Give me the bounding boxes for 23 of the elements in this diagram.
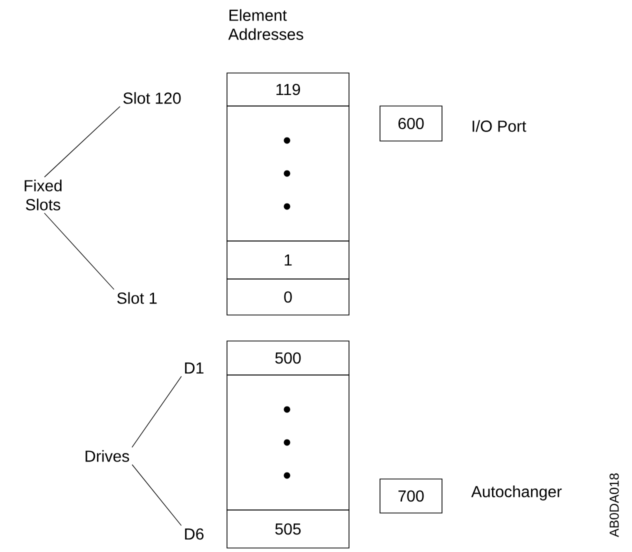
ellipsis-cell: [226, 106, 350, 242]
slot-label: Slot 120: [123, 92, 181, 104]
address-cell: 505: [226, 510, 350, 548]
slot-label: Slot 1: [117, 292, 157, 304]
leader-line: [44, 106, 120, 178]
slot-label: D6: [185, 528, 204, 540]
ellipsis-cell: [226, 374, 350, 510]
address-cell: 600: [380, 106, 442, 142]
group-label: Fixed Slots: [24, 180, 62, 210]
leader-line: [132, 376, 182, 448]
address-cell: 119: [226, 72, 350, 106]
port-label: Autochanger: [471, 486, 562, 500]
address-cell: 0: [226, 278, 350, 316]
address-cell: 500: [226, 340, 350, 376]
figure-id: AB0DA018: [610, 473, 619, 538]
column-heading: Element Addresses: [228, 9, 304, 40]
address-cell: 700: [380, 478, 442, 514]
leader-line: [132, 464, 182, 526]
slot-label: D1: [185, 362, 204, 374]
group-label: Drives: [86, 450, 130, 462]
leader-line: [44, 212, 114, 290]
port-label: I/O Port: [472, 120, 526, 132]
address-cell: 1: [226, 240, 350, 280]
